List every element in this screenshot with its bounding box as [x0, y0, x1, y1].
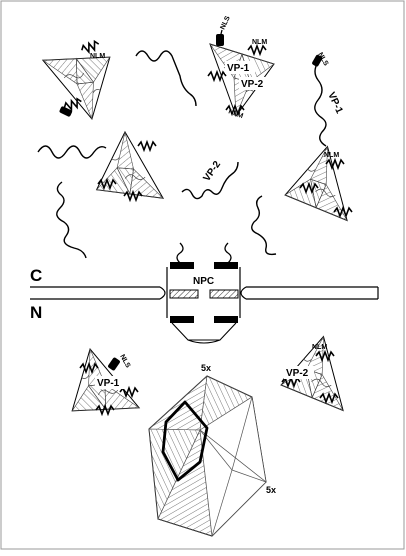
free-vp-chain-lower-right: [251, 195, 277, 256]
free-vp-chain-lower-left: [56, 181, 87, 259]
nlm-spring-mid-left-1: [137, 141, 157, 151]
npc-label: NPC: [193, 276, 214, 287]
nucleus-label: N: [30, 303, 42, 322]
vp1-label-bg-top: [225, 61, 255, 74]
vp2-label-free: VP-2: [201, 159, 223, 184]
capsomer-top-left: [42, 37, 129, 129]
vp1-label-nuclear: VP-1: [97, 378, 120, 389]
vp2-label-bg-nuclear: [284, 366, 314, 379]
free-vp-chain-top: [135, 50, 197, 107]
symmetry-label-right: 5x: [266, 485, 276, 495]
assembled-capsid: [148, 375, 267, 537]
symmetry-label-top: 5x: [201, 363, 211, 373]
free-vp1-chain: [314, 61, 327, 147]
nlm-label-top-right-lower: NLM: [227, 108, 244, 120]
nlm-label-nuclear-right: NLM: [312, 344, 327, 351]
nuclear-pore-complex: [166, 242, 241, 344]
nls-tag-top-right: [216, 34, 224, 46]
nlm-spring-mid-left-3: [123, 191, 143, 201]
free-vp-chain-left: [37, 145, 107, 159]
free-vp2-chain: [181, 161, 239, 200]
vp1-label-free: VP-1: [325, 91, 345, 116]
nlm-label-mid-right: NLM: [324, 152, 339, 159]
nlm-label-top-left: NLM: [90, 53, 105, 60]
nls-label-nuclear-left: NLS: [118, 354, 131, 370]
nls-label-top-right: NLS: [219, 15, 231, 31]
vp1-label-top: VP-1: [227, 63, 250, 74]
cytoplasm-label: C: [30, 266, 42, 285]
vp2-label-bg-top: [239, 77, 269, 90]
nls-tag-nuclear-left: [108, 357, 120, 371]
vp2-label-top: VP-2: [241, 79, 264, 90]
nls-tag-free-vp1: [312, 54, 323, 67]
nlm-label-top-right: NLM: [252, 39, 267, 46]
capsomer-mid-left: [87, 126, 164, 210]
vp2-label-nuclear: VP-2: [286, 368, 309, 379]
nls-tag-top-left: [59, 106, 73, 117]
vp1-label-bg-nuclear: [95, 376, 125, 389]
nuclear-envelope: [30, 286, 379, 300]
